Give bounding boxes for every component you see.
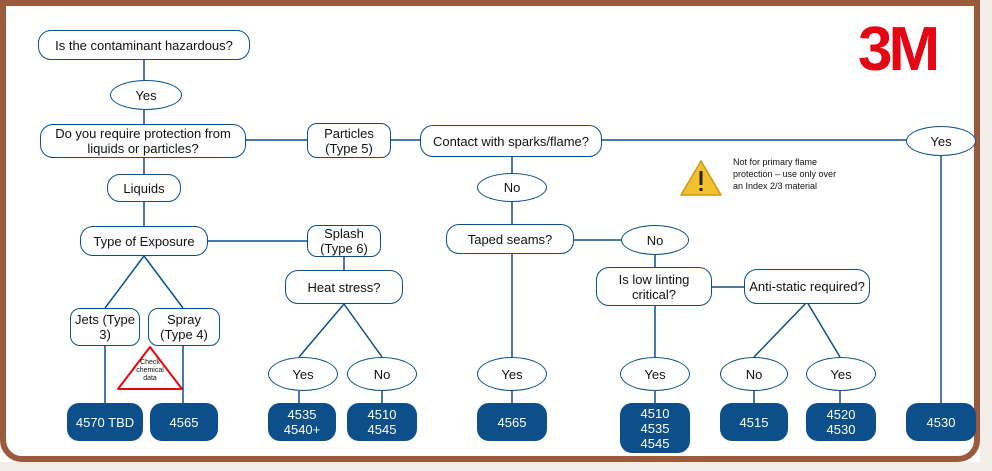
result-4510-4535-4545: 4510 4535 4545: [620, 403, 690, 453]
answer-no-heat: No: [347, 357, 417, 391]
question-sparks: Contact with sparks/flame?: [420, 125, 602, 157]
question-anti-static: Anti-static required?: [744, 269, 870, 304]
answer-yes-hazardous: Yes: [110, 80, 182, 110]
check-chemical-icon: [117, 346, 183, 390]
option-particles: Particles (Type 5): [307, 123, 391, 158]
option-jets: Jets (Type 3): [70, 308, 140, 346]
question-exposure: Type of Exposure: [80, 226, 208, 256]
question-hazardous: Is the contaminant hazardous?: [38, 30, 250, 60]
check-chemical-note: Check chemical data: [136, 359, 164, 382]
answer-yes-taped: Yes: [477, 357, 547, 391]
bottom-margin: [0, 462, 992, 471]
option-spray: Spray (Type 4): [148, 308, 220, 346]
warning-triangle-icon: [680, 160, 722, 196]
result-4530: 4530: [906, 403, 976, 441]
option-liquids: Liquids: [107, 174, 181, 202]
result-4515: 4515: [720, 403, 788, 441]
answer-yes-lint: Yes: [620, 357, 690, 391]
question-heat-stress: Heat stress?: [285, 270, 403, 304]
answer-yes-antistatic: Yes: [806, 357, 876, 391]
answer-yes-sparks: Yes: [906, 126, 976, 156]
question-protection: Do you require protection from liquids o…: [40, 124, 246, 158]
question-taped-seams: Taped seams?: [446, 224, 574, 254]
warning-note: Not for primary flame protection – use o…: [733, 157, 837, 191]
answer-no-sparks: No: [477, 173, 547, 202]
answer-yes-heat: Yes: [268, 357, 338, 391]
3m-logo: 3M: [858, 15, 940, 84]
question-low-linting: Is low linting critical?: [596, 267, 712, 306]
result-4535-4540: 4535 4540+: [268, 403, 336, 441]
result-4565-taped: 4565: [477, 403, 547, 441]
result-4570-tbd: 4570 TBD: [67, 403, 143, 441]
answer-no-antistatic: No: [720, 357, 788, 391]
result-4565-spray: 4565: [150, 403, 218, 441]
right-margin: [980, 0, 992, 471]
option-splash: Splash (Type 6): [307, 225, 381, 257]
result-4510-4545: 4510 4545: [347, 403, 417, 441]
answer-no-taped: No: [621, 225, 689, 255]
result-4520-4530: 4520 4530: [806, 403, 876, 441]
